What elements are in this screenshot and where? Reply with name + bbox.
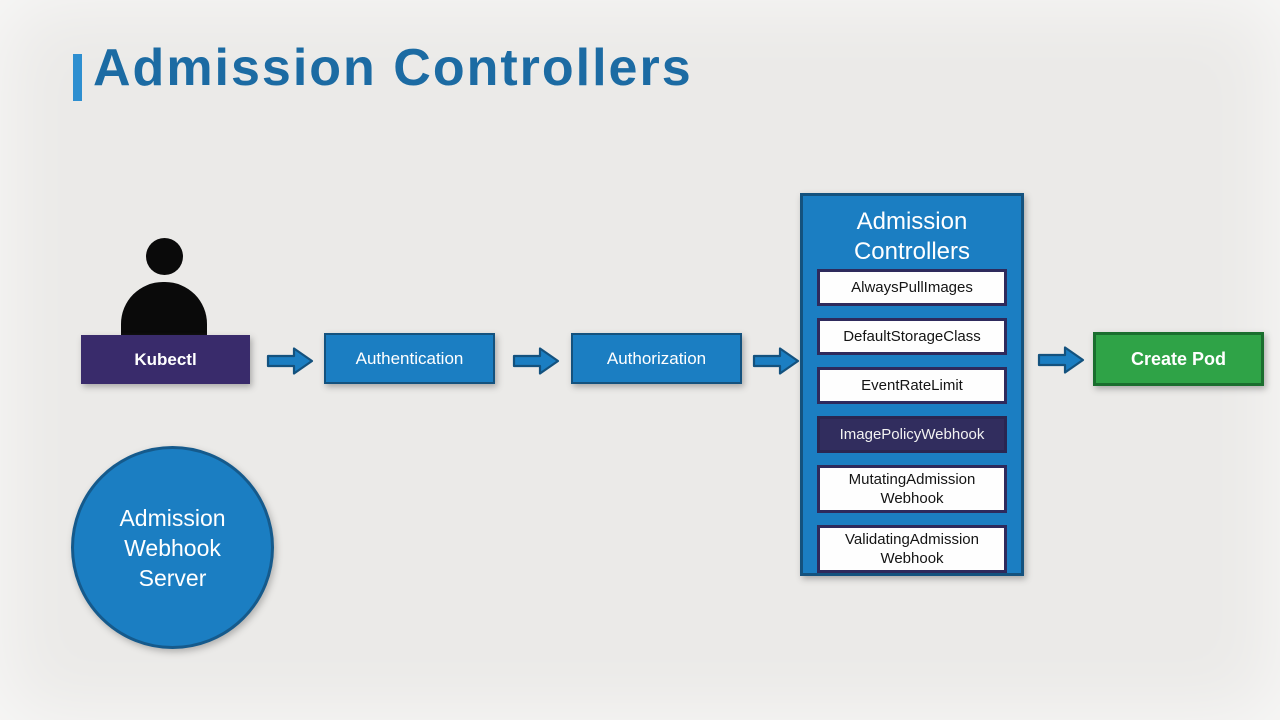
controller-item: ImagePolicyWebhook bbox=[817, 416, 1007, 453]
title-accent-bar bbox=[73, 54, 82, 101]
controller-item: EventRateLimit bbox=[817, 367, 1007, 404]
arrow-right-icon bbox=[1037, 346, 1085, 374]
controller-item: ValidatingAdmission Webhook bbox=[817, 525, 1007, 573]
authentication-box: Authentication bbox=[324, 333, 495, 384]
controller-item: MutatingAdmission Webhook bbox=[817, 465, 1007, 513]
create-pod-box: Create Pod bbox=[1093, 332, 1264, 386]
user-head-shape bbox=[146, 238, 183, 275]
controller-item: DefaultStorageClass bbox=[817, 318, 1007, 355]
admission-webhook-server-circle: Admission Webhook Server bbox=[71, 446, 274, 649]
arrow-right-icon bbox=[512, 347, 560, 375]
admission-controllers-box-title: Admission Controllers bbox=[853, 208, 971, 265]
user-silhouette-icon bbox=[121, 238, 207, 335]
page-title: Admission Controllers bbox=[93, 39, 693, 97]
user-body-shape bbox=[121, 282, 207, 335]
authorization-box: Authorization bbox=[571, 333, 742, 384]
arrow-right-icon bbox=[752, 347, 800, 375]
kubectl-box: Kubectl bbox=[81, 335, 250, 384]
arrow-right-icon bbox=[266, 347, 314, 375]
controller-item: AlwaysPullImages bbox=[817, 269, 1007, 306]
